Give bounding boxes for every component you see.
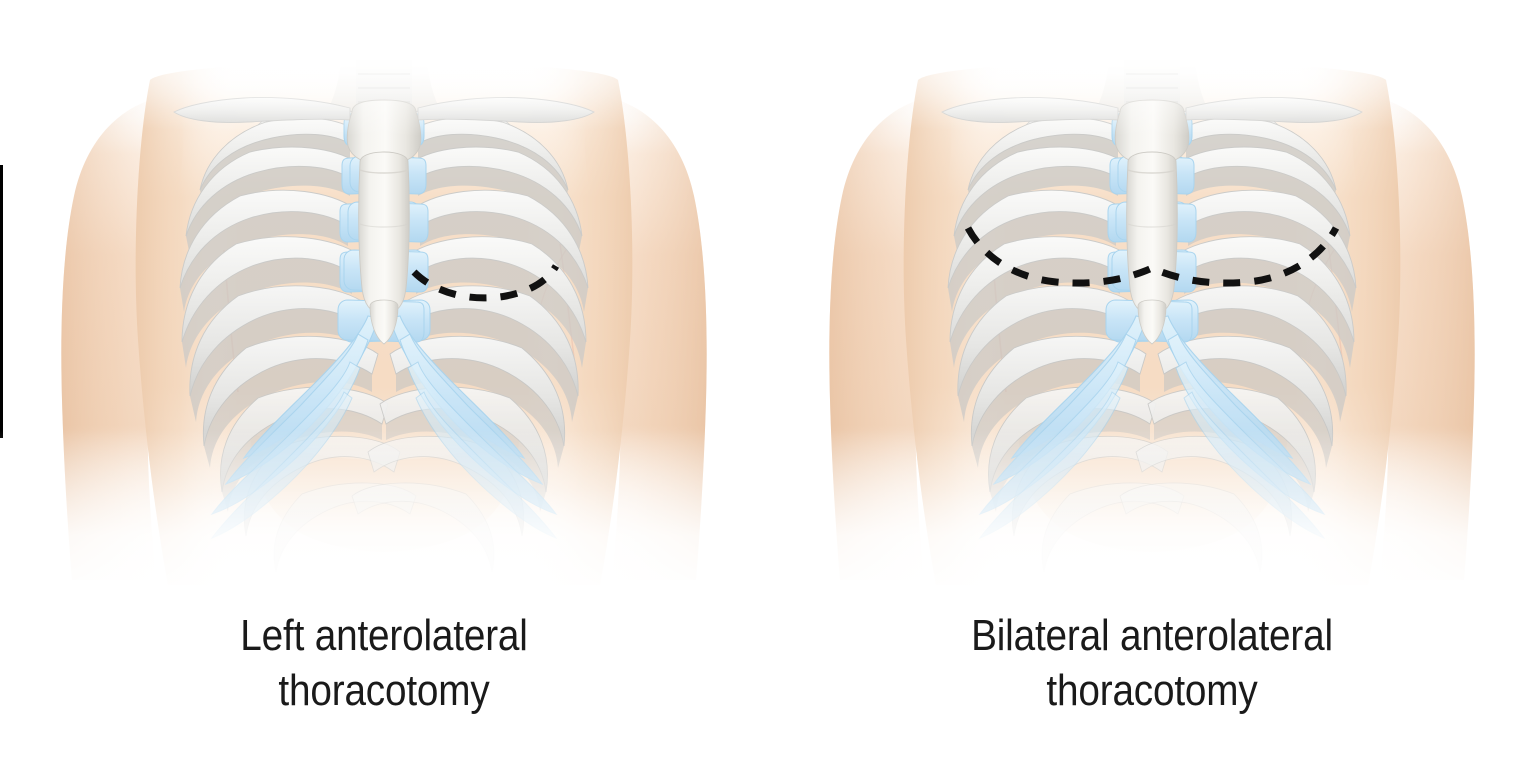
- left-anterolateral-incision: [411, 264, 560, 302]
- bilateral-clamshell-incision: [964, 226, 1340, 287]
- left-edge-rule: [0, 165, 3, 438]
- panel-bilateral-anterolateral: Bilateral anterolateral thoracotomy: [768, 0, 1536, 760]
- illustration-left-anterolateral: [0, 0, 768, 600]
- panel-left-anterolateral: Left anterolateral thoracotomy: [0, 0, 768, 716]
- caption-left-anterolateral: Left anterolateral thoracotomy: [240, 611, 528, 716]
- caption-bilateral-anterolateral: Bilateral anterolateral thoracotomy: [971, 611, 1333, 716]
- illustration-bilateral-anterolateral: [768, 0, 1536, 600]
